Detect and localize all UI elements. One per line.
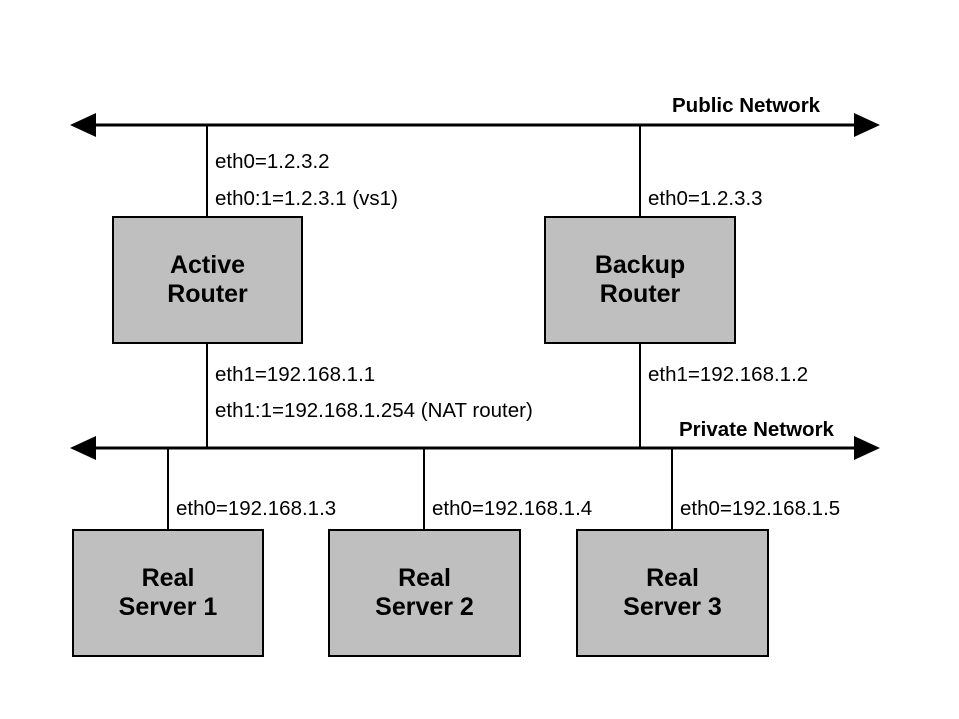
backup-router-eth0-label: eth0=1.2.3.3 [648,187,763,210]
private-network-right-arrowhead [854,436,880,460]
node-real-server-1[interactable]: Real Server 1 [72,529,264,657]
node-real-server-2[interactable]: Real Server 2 [328,529,521,657]
node-real-server-2-line1: Real [398,563,451,592]
active-router-eth0-label: eth0=1.2.3.2 [215,150,330,173]
node-real-server-2-line2: Server 2 [375,593,474,621]
node-real-server-1-line2: Server 1 [118,593,218,621]
real-server-3-eth0-label: eth0=192.168.1.5 [680,497,841,520]
public-network-label: Public Network [672,94,821,117]
node-active-router-line2: Router [167,280,248,308]
private-network-label: Private Network [679,418,834,441]
node-real-server-3-line1: Real [646,563,699,592]
real-server-1-eth0-label: eth0=192.168.1.3 [176,497,337,520]
node-real-server-1-line1: Real [141,563,195,592]
backup-router-eth1-label: eth1=192.168.1.2 [648,363,809,386]
node-backup-router-line2: Router [599,280,681,308]
active-router-eth0-alias-label: eth0:1=1.2.3.1 (vs1) [215,187,398,210]
node-real-server-3[interactable]: Real Server 3 [576,529,769,657]
active-router-eth1-alias-label: eth1:1=192.168.1.254 (NAT router) [215,399,533,422]
real-server-2-eth0-label: eth0=192.168.1.4 [432,497,593,520]
private-network-left-arrowhead [70,436,96,460]
node-backup-router-line1: Backup [594,250,686,279]
node-backup-router[interactable]: Backup Router [544,216,736,344]
node-active-router[interactable]: Active Router [112,216,303,344]
private-network-bus [70,436,880,460]
node-active-router-line1: Active [169,250,246,279]
public-network-bus [70,113,880,137]
public-network-left-arrowhead [70,113,96,137]
node-real-server-3-line2: Server 3 [623,593,722,621]
active-router-eth1-label: eth1=192.168.1.1 [215,363,376,386]
public-network-right-arrowhead [854,113,880,137]
